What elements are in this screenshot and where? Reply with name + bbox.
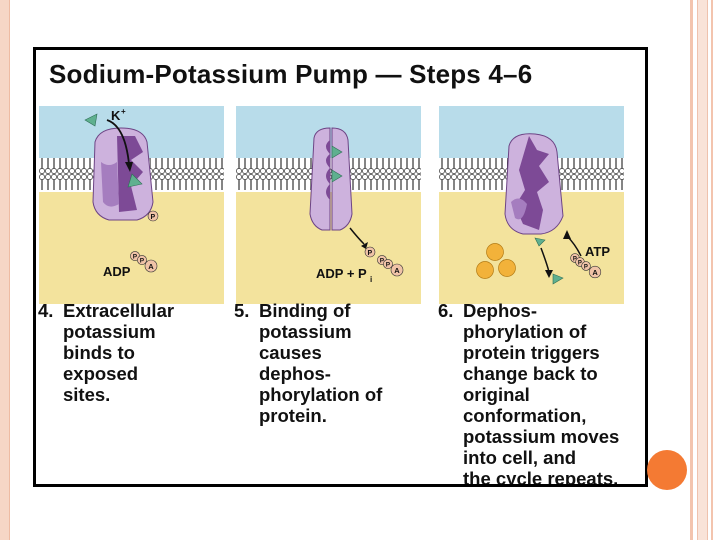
svg-text:P: P (578, 261, 582, 267)
potassium-label: K (111, 108, 121, 123)
pump-protein (504, 133, 564, 235)
phosphate-release-arrow (349, 227, 365, 245)
svg-text:P: P (584, 265, 588, 271)
atp-label: ATP (585, 244, 610, 259)
potassium-ion-released (552, 273, 564, 285)
svg-text:A: A (148, 262, 154, 271)
atp-molecule: P P P A (570, 253, 602, 279)
svg-text:P: P (386, 262, 391, 269)
sodium-ions (476, 243, 516, 279)
potassium-ion (534, 237, 546, 247)
step-number: 5. (234, 300, 250, 321)
svg-text:P: P (380, 258, 385, 265)
svg-text:i: i (370, 275, 372, 284)
panel-step-5: P P P A ADP + P i (236, 106, 421, 304)
released-phosphate (364, 246, 376, 258)
svg-text:P: P (140, 258, 145, 265)
svg-text:A: A (592, 268, 598, 277)
panel-step-4: K + P P P A ADP (39, 106, 224, 304)
adp-label: ADP (103, 264, 131, 279)
adp-molecule: P P A (377, 255, 404, 277)
panel-step-6: ATP P P P A (439, 106, 624, 304)
adp-molecule: P P A (130, 251, 158, 273)
right-decorative-strip (697, 0, 708, 540)
svg-text:P: P (368, 250, 373, 257)
svg-text:A: A (394, 266, 400, 275)
svg-text:P: P (573, 257, 577, 263)
orange-bullet-dot (647, 450, 687, 490)
left-decorative-strip (0, 0, 10, 540)
phosphate-on-protein (147, 210, 159, 222)
right-decorative-line-outer (711, 0, 713, 540)
potassium-ion (331, 145, 343, 159)
adp-pi-label: ADP + P (316, 266, 367, 281)
svg-text:P: P (133, 254, 138, 261)
svg-text:+: + (121, 107, 126, 116)
step-number: 4. (38, 300, 54, 321)
step-number: 6. (438, 300, 454, 321)
pump-protein (92, 127, 154, 221)
svg-text:P: P (151, 214, 156, 221)
pump-figure: Sodium-Potassium Pump — Steps 4–6 (33, 47, 648, 487)
potassium-ion (331, 169, 343, 183)
figure-title: Sodium-Potassium Pump — Steps 4–6 (49, 59, 533, 89)
right-decorative-line (690, 0, 693, 540)
potassium-ion (127, 173, 143, 188)
potassium-ion-incoming (84, 113, 98, 127)
binding-arrow (106, 119, 130, 165)
